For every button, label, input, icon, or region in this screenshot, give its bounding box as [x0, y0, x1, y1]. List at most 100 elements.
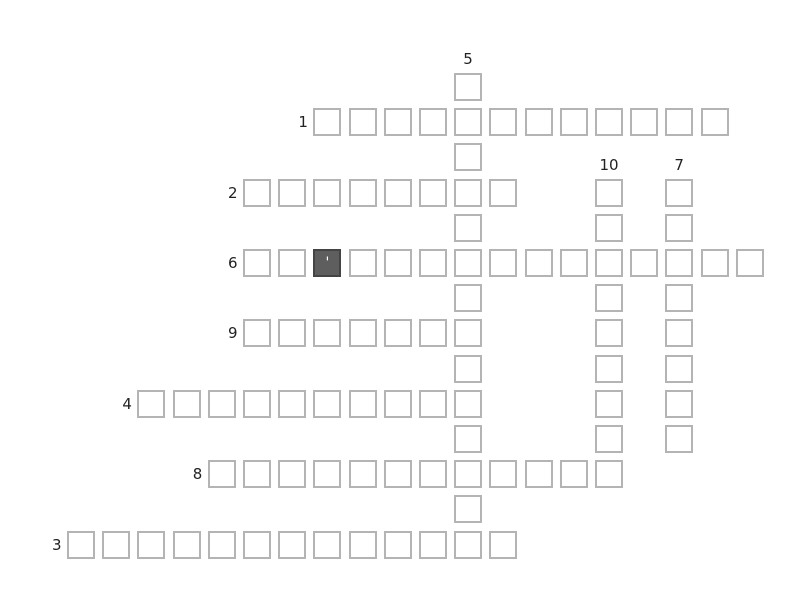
crossword-cell[interactable] [313, 319, 342, 348]
crossword-cell[interactable] [313, 389, 342, 418]
crossword-cell[interactable] [207, 530, 236, 559]
crossword-cell[interactable] [313, 178, 342, 207]
crossword-cell[interactable] [700, 249, 729, 277]
crossword-cell[interactable] [383, 249, 412, 277]
crossword-cell[interactable] [278, 178, 307, 207]
crossword-cell[interactable] [524, 460, 553, 489]
crossword-cell[interactable] [489, 460, 518, 489]
crossword-cell[interactable] [595, 389, 623, 418]
crossword-cell[interactable] [207, 389, 236, 418]
crossword-cell[interactable] [559, 460, 588, 489]
crossword-cell[interactable] [278, 460, 307, 489]
crossword-cell[interactable] [383, 319, 412, 348]
crossword-cell[interactable] [102, 530, 131, 559]
crossword-cell[interactable] [665, 249, 694, 277]
crossword-cell[interactable] [419, 178, 447, 207]
crossword-cell[interactable] [595, 249, 623, 277]
crossword-cell[interactable] [454, 249, 483, 277]
crossword-cell[interactable] [348, 108, 377, 137]
crossword-cell[interactable] [665, 213, 694, 242]
crossword-cell[interactable] [383, 530, 412, 559]
crossword-cell[interactable] [595, 460, 623, 489]
crossword-cell[interactable] [454, 319, 483, 348]
crossword-cell[interactable] [489, 530, 518, 559]
crossword-cell[interactable] [348, 389, 377, 418]
crossword-cell[interactable] [700, 108, 729, 137]
crossword-cell[interactable] [665, 425, 694, 453]
crossword-cell[interactable] [524, 108, 553, 137]
crossword-cell[interactable] [454, 425, 483, 453]
crossword-cell[interactable] [172, 389, 201, 418]
crossword-cell[interactable] [630, 108, 659, 137]
crossword-cell[interactable] [137, 530, 166, 559]
crossword-cell[interactable] [665, 108, 694, 137]
crossword-cell[interactable] [630, 249, 659, 277]
crossword-cell[interactable] [278, 530, 307, 559]
crossword-cell[interactable] [243, 178, 271, 207]
crossword-cell[interactable] [348, 178, 377, 207]
crossword-cell[interactable] [348, 460, 377, 489]
crossword-cell[interactable] [348, 249, 377, 277]
crossword-cell[interactable] [595, 178, 623, 207]
crossword-cell[interactable] [348, 530, 377, 559]
crossword-cell[interactable] [243, 460, 271, 489]
crossword-cell[interactable] [207, 460, 236, 489]
crossword-cell[interactable] [595, 284, 623, 313]
crossword-cell[interactable] [243, 389, 271, 418]
crossword-cell[interactable] [454, 213, 483, 242]
crossword-cell[interactable] [243, 530, 271, 559]
crossword-cell[interactable] [454, 284, 483, 313]
crossword-cell[interactable] [735, 249, 764, 277]
crossword-cell[interactable] [454, 143, 483, 172]
crossword-cell[interactable] [419, 249, 447, 277]
crossword-cell[interactable] [383, 389, 412, 418]
crossword-cell[interactable] [665, 319, 694, 348]
crossword-cell[interactable] [419, 108, 447, 137]
crossword-cell[interactable] [243, 319, 271, 348]
crossword-cell[interactable] [665, 354, 694, 383]
crossword-cell[interactable] [454, 389, 483, 418]
crossword-cell[interactable] [419, 530, 447, 559]
crossword-cell[interactable] [278, 249, 307, 277]
crossword-cell[interactable] [595, 213, 623, 242]
crossword-cell[interactable] [454, 178, 483, 207]
crossword-cell[interactable] [454, 108, 483, 137]
crossword-cell[interactable] [67, 530, 95, 559]
crossword-cell-filled[interactable]: ' [313, 249, 342, 277]
crossword-cell[interactable] [489, 108, 518, 137]
clue-number-6: 6 [228, 254, 238, 272]
crossword-cell[interactable] [313, 530, 342, 559]
crossword-cell[interactable] [383, 178, 412, 207]
crossword-cell[interactable] [595, 108, 623, 137]
crossword-cell[interactable] [419, 460, 447, 489]
crossword-cell[interactable] [454, 354, 483, 383]
crossword-cell[interactable] [524, 249, 553, 277]
crossword-cell[interactable] [313, 460, 342, 489]
crossword-cell[interactable] [348, 319, 377, 348]
crossword-cell[interactable] [243, 249, 271, 277]
crossword-cell[interactable] [454, 460, 483, 489]
crossword-cell[interactable] [595, 354, 623, 383]
crossword-cell[interactable] [313, 108, 342, 137]
crossword-cell[interactable] [419, 319, 447, 348]
crossword-cell[interactable] [595, 425, 623, 453]
crossword-cell[interactable] [489, 249, 518, 277]
crossword-cell[interactable] [489, 178, 518, 207]
crossword-cell[interactable] [454, 73, 483, 101]
crossword-cell[interactable] [559, 249, 588, 277]
crossword-cell[interactable] [419, 389, 447, 418]
crossword-cell[interactable] [278, 389, 307, 418]
crossword-cell[interactable] [454, 530, 483, 559]
crossword-cell[interactable] [665, 178, 694, 207]
crossword-cell[interactable] [383, 460, 412, 489]
crossword-cell[interactable] [665, 389, 694, 418]
crossword-cell[interactable] [383, 108, 412, 137]
crossword-cell[interactable] [454, 495, 483, 524]
crossword-cell[interactable] [172, 530, 201, 559]
crossword-cell[interactable] [559, 108, 588, 137]
clue-number-4: 4 [122, 394, 132, 413]
crossword-cell[interactable] [137, 389, 166, 418]
crossword-cell[interactable] [665, 284, 694, 313]
crossword-cell[interactable] [278, 319, 307, 348]
crossword-cell[interactable] [595, 319, 623, 348]
